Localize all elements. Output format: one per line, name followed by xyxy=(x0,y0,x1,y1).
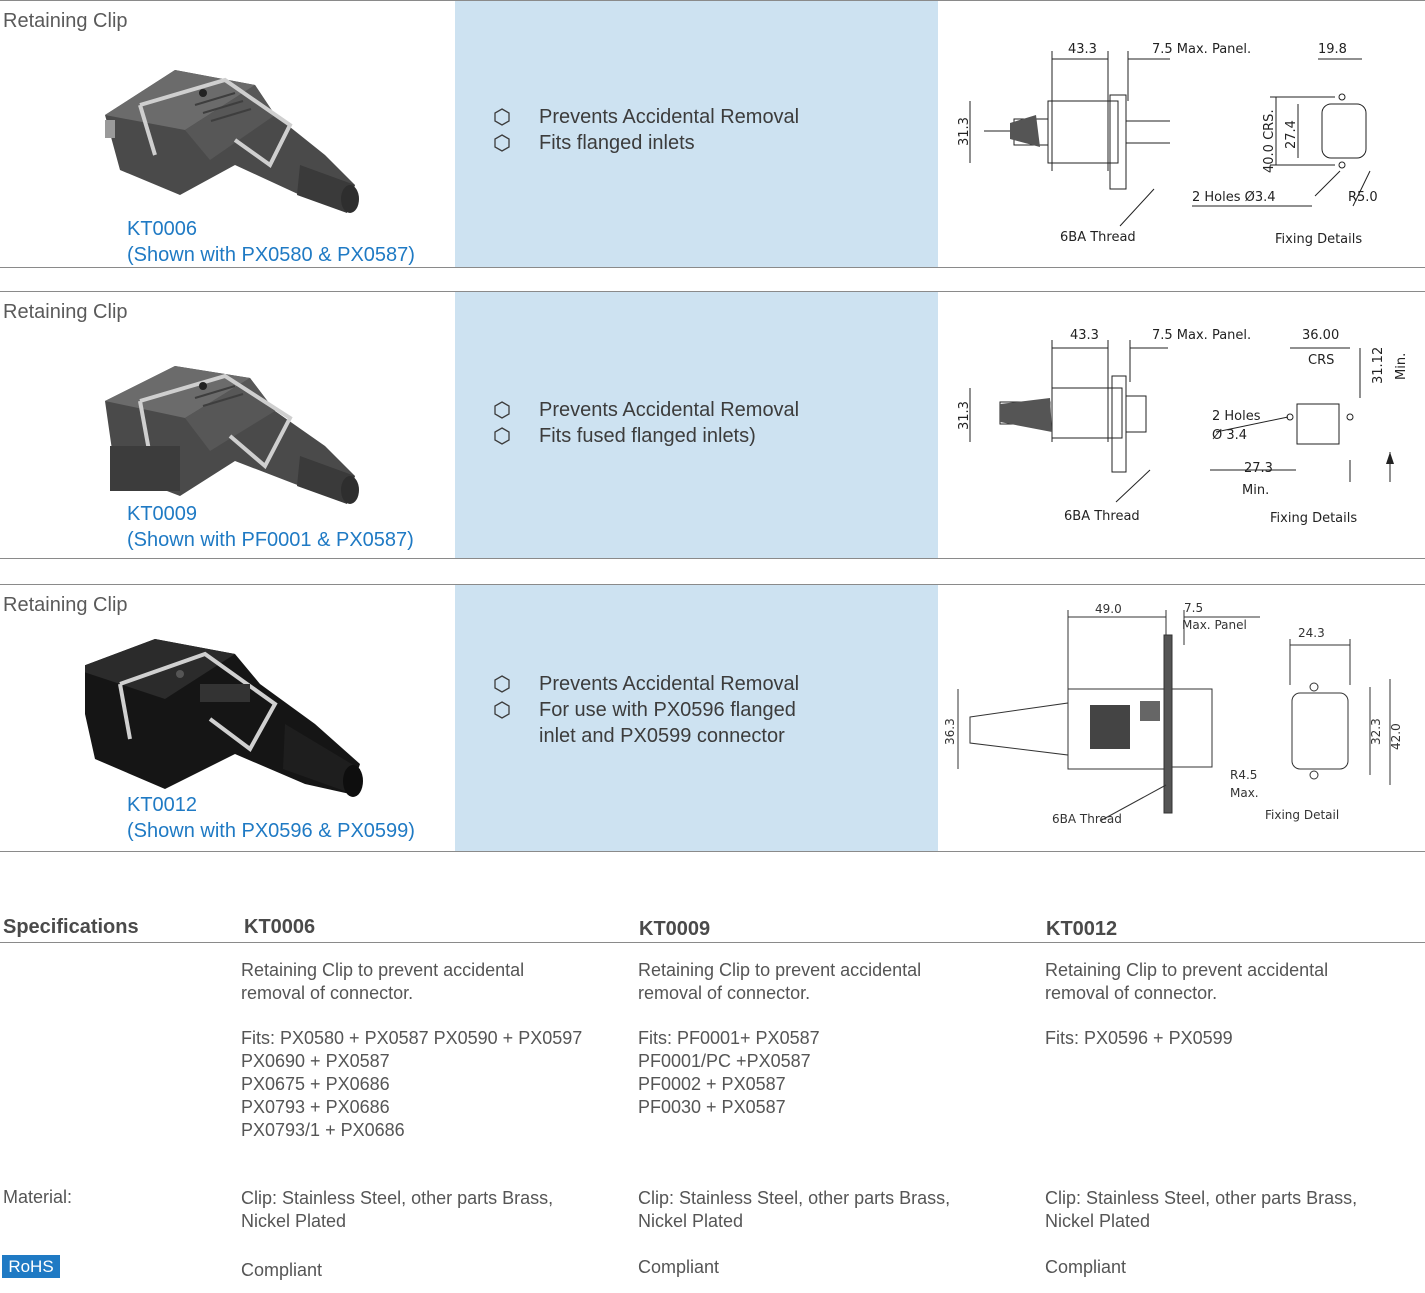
product-code: KT0006 (Shown with PX0580 & PX0587) xyxy=(127,218,415,266)
row-title: Retaining Clip xyxy=(3,301,128,323)
svg-text:7.5: 7.5 xyxy=(1184,601,1203,615)
row-divider xyxy=(0,851,1425,852)
spec-column-code: KT0012 xyxy=(1046,918,1118,940)
specifications-heading: Specifications xyxy=(3,916,139,938)
spec-rohs-value: Compliant xyxy=(241,1260,323,1280)
hexagon-bullet-icon xyxy=(494,427,510,445)
spec-material: Clip: Stainless Steel, other parts Brass… xyxy=(1045,1188,1358,1231)
svg-text:Max. Panel: Max. Panel xyxy=(1182,618,1247,632)
svg-text:43.3: 43.3 xyxy=(1068,42,1097,57)
row-divider xyxy=(0,291,1425,292)
svg-text:24.3: 24.3 xyxy=(1298,626,1325,640)
hexagon-bullet-icon xyxy=(494,675,510,693)
spec-fits-list: Fits: PF0001+ PX0587 PF0001/PC +PX0587 P… xyxy=(638,1028,820,1117)
spec-description: Retaining Clip to prevent accidental rem… xyxy=(241,960,525,1003)
spec-description: Retaining Clip to prevent accidental rem… xyxy=(638,960,922,1003)
svg-text:49.0: 49.0 xyxy=(1095,602,1122,616)
feature-list: Prevents Accidental Removal For use with… xyxy=(493,671,799,749)
material-label: Material: xyxy=(3,1187,73,1207)
svg-text:36.3: 36.3 xyxy=(943,718,957,745)
svg-text:CRS: CRS xyxy=(1308,353,1334,368)
features-panel: Prevents Accidental Removal Fits flanged… xyxy=(455,1,938,267)
clip-photo-kt0009 xyxy=(105,366,359,504)
spec-description: Retaining Clip to prevent accidental rem… xyxy=(1045,960,1329,1003)
feature-item: Prevents Accidental Removal xyxy=(493,671,799,697)
feature-item-continued: inlet and PX0599 connector xyxy=(539,725,785,747)
dimension-drawing-kt0009: 43.3 7.5 Max. Panel. 36.00 CRS 31.12 Min… xyxy=(957,328,1409,526)
svg-text:6BA Thread: 6BA Thread xyxy=(1064,509,1140,524)
product-code: KT0009 (Shown with PF0001 & PX0587) xyxy=(127,503,414,551)
svg-text:27.4: 27.4 xyxy=(1284,120,1299,149)
row-title: Retaining Clip xyxy=(3,594,128,616)
product-code: KT0012 (Shown with PX0596 & PX0599) xyxy=(127,794,415,842)
svg-text:6BA Thread: 6BA Thread xyxy=(1052,812,1122,826)
svg-text:31.12: 31.12 xyxy=(1371,347,1386,384)
product-row-kt0012: Retaining Clip KT0012 (Shown with PX0596… xyxy=(0,584,1425,852)
specs-divider xyxy=(0,942,1425,943)
spec-rohs-value: Compliant xyxy=(638,1257,720,1277)
svg-text:43.3: 43.3 xyxy=(1070,328,1099,343)
spec-material: Clip: Stainless Steel, other parts Brass… xyxy=(638,1188,951,1231)
feature-list: Prevents Accidental Removal Fits flanged… xyxy=(493,104,799,156)
clip-photo-kt0012 xyxy=(85,639,363,797)
svg-text:31.3: 31.3 xyxy=(957,401,972,430)
feature-item: For use with PX0596 flanged xyxy=(493,697,799,723)
row-divider xyxy=(0,267,1425,268)
svg-text:Max.: Max. xyxy=(1230,786,1259,800)
spec-column-code: KT0006 xyxy=(244,916,316,938)
spec-material: Clip: Stainless Steel, other parts Brass… xyxy=(241,1188,554,1231)
svg-text:32.3: 32.3 xyxy=(1369,718,1383,745)
dimension-drawing-kt0006: 43.3 7.5 Max. Panel. 19.8 31.3 40.0 CRS.… xyxy=(957,42,1378,247)
svg-text:Min.: Min. xyxy=(1394,353,1409,380)
svg-text:42.0: 42.0 xyxy=(1389,723,1403,750)
features-panel: Prevents Accidental Removal For use with… xyxy=(455,585,938,851)
spec-column-code: KT0009 xyxy=(639,918,711,940)
spec-fits-list: Fits: PX0580 + PX0587 PX0590 + PX0597 PX… xyxy=(241,1028,583,1140)
svg-text:7.5 Max. Panel.: 7.5 Max. Panel. xyxy=(1152,42,1251,57)
row-divider xyxy=(0,584,1425,585)
svg-text:31.3: 31.3 xyxy=(957,117,972,146)
row-divider xyxy=(0,0,1425,1)
spec-rohs-value: Compliant xyxy=(1045,1257,1127,1277)
feature-item: Prevents Accidental Removal xyxy=(493,104,799,130)
hexagon-bullet-icon xyxy=(494,401,510,419)
svg-text:6BA Thread: 6BA Thread xyxy=(1060,230,1136,245)
svg-text:Fixing Details: Fixing Details xyxy=(1270,511,1357,526)
product-row-kt0006: Retaining Clip KT0006 (Shown with PX0580… xyxy=(0,0,1425,268)
hexagon-bullet-icon xyxy=(494,108,510,126)
svg-text:R4.5: R4.5 xyxy=(1230,768,1257,782)
feature-list: Prevents Accidental Removal Fits fused f… xyxy=(493,397,799,449)
row-title: Retaining Clip xyxy=(3,10,128,32)
svg-text:27.3: 27.3 xyxy=(1244,461,1273,476)
svg-text:2 Holes: 2 Holes xyxy=(1212,409,1261,424)
dimension-drawing-kt0012: 49.0 7.5 Max. Panel 24.3 36.3 32.3 42.0 … xyxy=(943,601,1403,826)
product-row-kt0009: Retaining Clip KT0009 (Shown with PF0001… xyxy=(0,291,1425,559)
svg-text:Fixing Details: Fixing Details xyxy=(1275,232,1362,247)
svg-text:Min.: Min. xyxy=(1242,483,1269,498)
feature-item: Fits flanged inlets xyxy=(493,130,799,156)
svg-text:19.8: 19.8 xyxy=(1318,42,1347,57)
rohs-badge: RoHS xyxy=(2,1255,60,1278)
feature-item: Prevents Accidental Removal xyxy=(493,397,799,423)
feature-item: Fits fused flanged inlets) xyxy=(493,423,799,449)
row-divider xyxy=(0,558,1425,559)
svg-text:R5.0: R5.0 xyxy=(1348,190,1378,205)
spec-fits-list: Fits: PX0596 + PX0599 xyxy=(1045,1028,1233,1048)
svg-text:7.5 Max. Panel.: 7.5 Max. Panel. xyxy=(1152,328,1251,343)
svg-text:2 Holes Ø3.4: 2 Holes Ø3.4 xyxy=(1192,190,1276,205)
svg-text:40.0 CRS.: 40.0 CRS. xyxy=(1262,109,1277,173)
clip-photo-kt0006 xyxy=(105,70,359,213)
svg-text:Fixing Detail: Fixing Detail xyxy=(1265,808,1339,822)
svg-text:Ø 3.4: Ø 3.4 xyxy=(1212,428,1247,443)
hexagon-bullet-icon xyxy=(494,134,510,152)
features-panel: Prevents Accidental Removal Fits fused f… xyxy=(455,292,938,558)
svg-text:36.00: 36.00 xyxy=(1302,328,1339,343)
hexagon-bullet-icon xyxy=(494,701,510,719)
